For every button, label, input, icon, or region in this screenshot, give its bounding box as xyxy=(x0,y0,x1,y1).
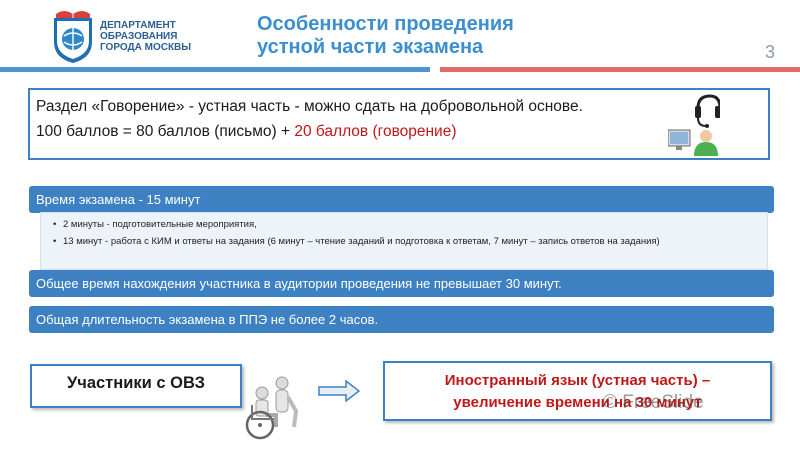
logo-line-3: ГОРОДА МОСКВЫ xyxy=(100,42,192,53)
title-line-2: устной части экзамена xyxy=(257,36,484,58)
logo-line-2: ОБРАЗОВАНИЯ xyxy=(100,31,178,42)
ovz-participants-box: Участники с ОВЗ xyxy=(30,364,242,408)
slide-number: 3 xyxy=(764,42,775,62)
bullet-text-2: 13 минут - работа с КИМ и ответы на зада… xyxy=(63,236,660,247)
list-item: •13 минут - работа с КИМ и ответы на зад… xyxy=(53,236,660,247)
department-logo: ДЕПАРТАМЕНТ ОБРАЗОВАНИЯ ГОРОДА МОСКВЫ xyxy=(52,8,212,64)
score-formula: 100 баллов = 80 баллов (письмо) + 20 бал… xyxy=(36,123,457,141)
bullet-text-1: 2 минуты - подготовительные мероприятия, xyxy=(63,219,257,230)
arrow-right-icon xyxy=(318,380,360,402)
speaking-section-box: Раздел «Говорение» - устная часть - можн… xyxy=(28,88,770,160)
dept-emblem-icon xyxy=(54,11,92,63)
operator-headset-icon xyxy=(668,94,720,156)
divider-blue xyxy=(0,67,430,72)
score-formula-speaking: 20 баллов (говорение) xyxy=(294,123,457,140)
exam-time-bar: Время экзамена - 15 минут xyxy=(29,186,774,213)
page-title: Особенности проведения устной части экза… xyxy=(257,13,514,59)
logo-line-1: ДЕПАРТАМЕНТ xyxy=(100,20,176,31)
lang-line-2: увеличение времени на 30 минут xyxy=(453,394,702,411)
lang-line-1: Иностранный язык (устная часть) – xyxy=(444,372,711,389)
exam-time-details: •2 минуты - подготовительные мероприятия… xyxy=(40,212,768,270)
foreign-language-box: Иностранный язык (устная часть) – увелич… xyxy=(383,361,772,421)
score-formula-base: 100 баллов = 80 баллов (письмо) + xyxy=(36,123,295,140)
divider-red xyxy=(440,67,800,72)
title-line-1: Особенности проведения xyxy=(257,13,514,35)
header-divider xyxy=(0,67,800,72)
speaking-section-text: Раздел «Говорение» - устная часть - можн… xyxy=(36,98,583,115)
wheelchair-icon xyxy=(245,376,299,440)
list-item: •2 минуты - подготовительные мероприятия… xyxy=(53,219,257,230)
duration-bar: Общая длительность экзамена в ППЭ не бол… xyxy=(29,306,774,333)
watermark: © FreeSlide xyxy=(603,392,704,413)
ovz-label: Участники с ОВЗ xyxy=(66,374,205,392)
total-time-bar: Общее время нахождения участника в аудит… xyxy=(29,270,774,297)
